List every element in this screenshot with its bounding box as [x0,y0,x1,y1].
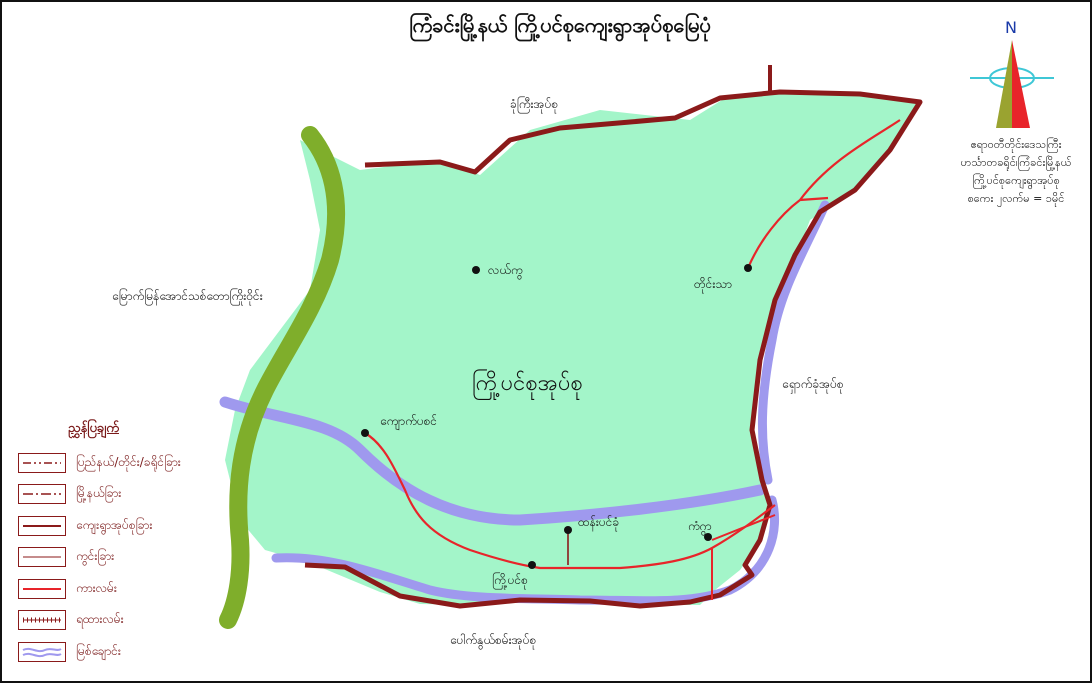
scale-note: ဧရာဝတီတိုင်းဒေသကြီး ဟင်္သာတခရိုင်၊ကြံခင်… [950,136,1082,208]
north-arrow-icon [970,40,1054,128]
neighbor-south: ပေါက်နွယ်စမ်းအုပ်စု [450,633,537,647]
legend-item: ကျေးရွာအုပ်စုခြား [18,510,208,542]
river-north [219,396,766,526]
map-legend: ညွှန်ပြချက် ပြည်နယ်/တိုင်း/ခရိုင်ခြား မြ… [18,420,208,668]
legend-label: ကွင်းခြား [76,549,115,564]
village-label-laekwa: လယ်ကွ [488,263,523,277]
scale-line-tract: ကြို့ပင်စုကျေးရွာအုပ်စု [972,174,1060,187]
forest-belt [219,126,346,629]
neighbor-west: မြောက်မြန်အောင်သစ်တောကြိုးဝိုင်း [112,289,263,303]
village-label-kangwa: ကံဂွာ [688,519,712,533]
village-label-taingthar: တိုင်းသာ [694,277,732,291]
village-label-kyaukpasin: ကျောက်ပစင် [380,414,438,428]
legend-label: ကျေးရွာအုပ်စုခြား [76,517,153,532]
legend-title: ညွှန်ပြချက် [68,421,119,436]
road-east [746,119,901,269]
legend-swatch-state-boundary [18,452,66,473]
north-label: N [1005,18,1017,37]
scale-line-scale: စကေး ၂လက်မ = ၁မိုင် [967,192,1065,205]
scale-line-district: ဟင်္သာတခရိုင်၊ကြံခင်းမြို့နယ် [960,156,1072,169]
tract-label: ကြို့ပင်စုအုပ်စု [472,371,583,396]
boundary-line [304,89,923,609]
village-dot-thanpinkhon [564,526,572,534]
legend-label: ကားလမ်း [76,580,117,595]
village-dot-taingthar [744,264,752,272]
legend-item: ရထားလမ်း [18,605,208,637]
legend-swatch-river [18,641,66,662]
legend-label: ပြည်နယ်/တိုင်း/ခရိုင်ခြား [76,454,181,469]
legend-label: မြစ်ချောင်း [76,643,121,658]
legend-item: မြို့နယ်ခြား [18,479,208,511]
legend-label: မြို့နယ်ခြား [76,486,122,501]
legend-item: ကွင်းခြား [18,542,208,574]
neighbor-north: ခုံကြီးအုပ်စု [510,97,559,111]
village-dot-kyopinsu [528,561,536,569]
village-label-thanpinkhon: ထန်းပင်ခုံ [578,515,620,529]
scale-line-region: ဧရာဝတီတိုင်းဒေသကြီး [970,138,1062,151]
legend-swatch-township-boundary [18,484,66,505]
legend-item: ကားလမ်း [18,573,208,605]
map-title: ကြံခင်းမြို့နယ် ကြို့ပင်စုကျေးရွာအုပ်စုမ… [409,13,711,37]
neighbor-east: ရှောက်ခုံအုပ်စု [782,377,844,391]
village-dot-kyaukpasin [361,429,369,437]
legend-swatch-road [18,578,66,599]
legend-label: ရထားလမ်း [76,612,124,627]
road-east-spur [711,514,776,541]
legend-item: ပြည်နယ်/တိုင်း/ခရိုင်ခြား [18,447,208,479]
legend-swatch-field-boundary [18,547,66,568]
legend-swatch-railway [18,610,66,631]
village-dot-kangwa [704,533,712,541]
legend-item: မြစ်ချောင်း [18,636,208,668]
village-label-kyopinsu: ကြို့ပင်စု [492,573,528,587]
village-dot-laekwa [472,266,480,274]
road-main [364,432,776,570]
river-east [757,200,830,485]
legend-swatch-tract-boundary [18,515,66,536]
